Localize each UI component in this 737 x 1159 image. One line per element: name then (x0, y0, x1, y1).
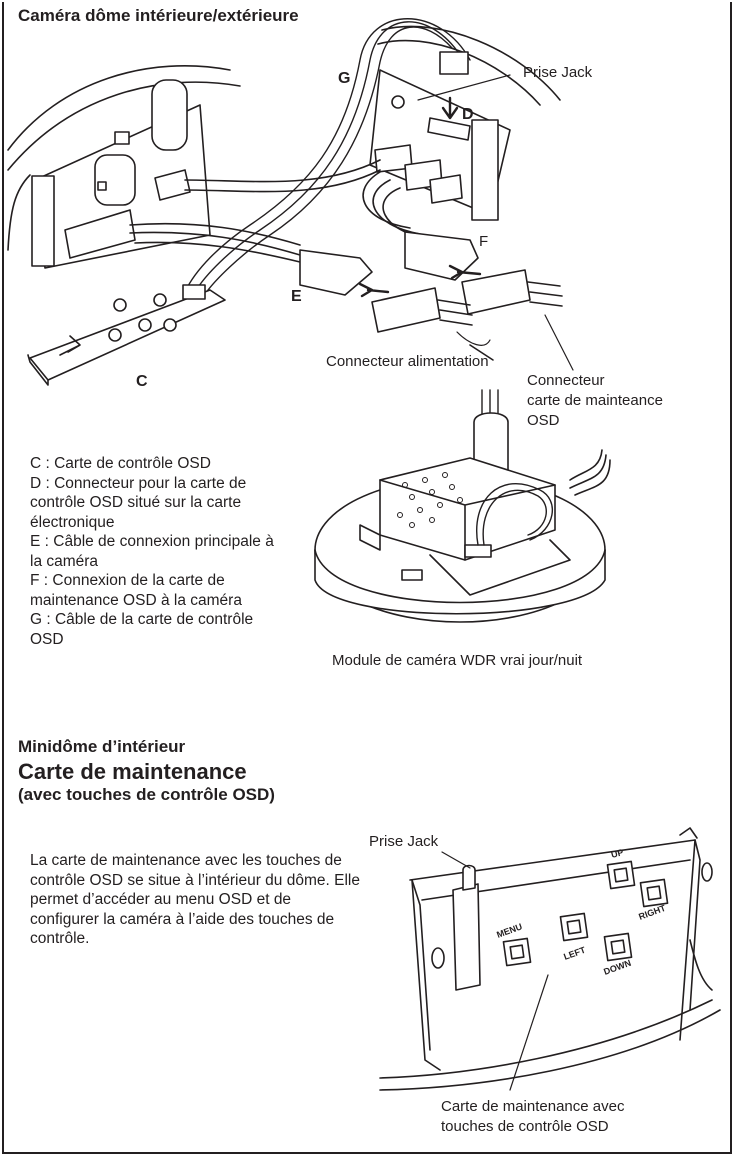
section2-title-sub: (avec touches de contrôle OSD) (18, 785, 275, 805)
legend: C : Carte de contrôle OSD D : Connecteur… (30, 454, 290, 649)
legend-item-f: F : Connexion de la carte de maintenance… (30, 571, 290, 610)
label-connecteur-maint-line3: OSD (527, 412, 560, 429)
key-menu-label: MENU (495, 921, 523, 939)
key-up-label: UP (610, 847, 625, 860)
section2-paragraph: La carte de maintenance avec les touches… (30, 851, 360, 949)
key-down-label: DOWN (602, 958, 632, 977)
label-d: D (462, 106, 474, 124)
caption-line2: touches de contrôle OSD (441, 1118, 609, 1135)
label-connecteur-alimentation: Connecteur alimentation (326, 353, 489, 370)
key-left-label: LEFT (562, 945, 587, 962)
label-prise-jack-2: Prise Jack (369, 833, 438, 850)
legend-item-d: D : Connecteur pour la carte de contrôle… (30, 474, 290, 533)
legend-item-e: E : Câble de connexion principale à la c… (30, 532, 290, 571)
label-e: E (291, 288, 302, 306)
label-prise-jack-1: Prise Jack (523, 64, 592, 81)
label-connecteur-maint-line1: Connecteur (527, 372, 605, 389)
section1-title: Caméra dôme intérieure/extérieure (18, 6, 299, 26)
legend-item-g: G : Câble de la carte de contrôle OSD (30, 610, 290, 649)
label-g: G (338, 70, 350, 88)
module-caption: Module de caméra WDR vrai jour/nuit (332, 652, 582, 669)
label-f: F (479, 233, 488, 250)
label-connecteur-maint-line2: carte de mainteance (527, 392, 663, 409)
section2-subtitle: Minidôme d’intérieur (18, 737, 185, 757)
legend-item-c: C : Carte de contrôle OSD (30, 454, 290, 474)
section2-title: Carte de maintenance (18, 759, 247, 785)
caption-line1: Carte de maintenance avec (441, 1098, 624, 1115)
label-c: C (136, 373, 148, 391)
